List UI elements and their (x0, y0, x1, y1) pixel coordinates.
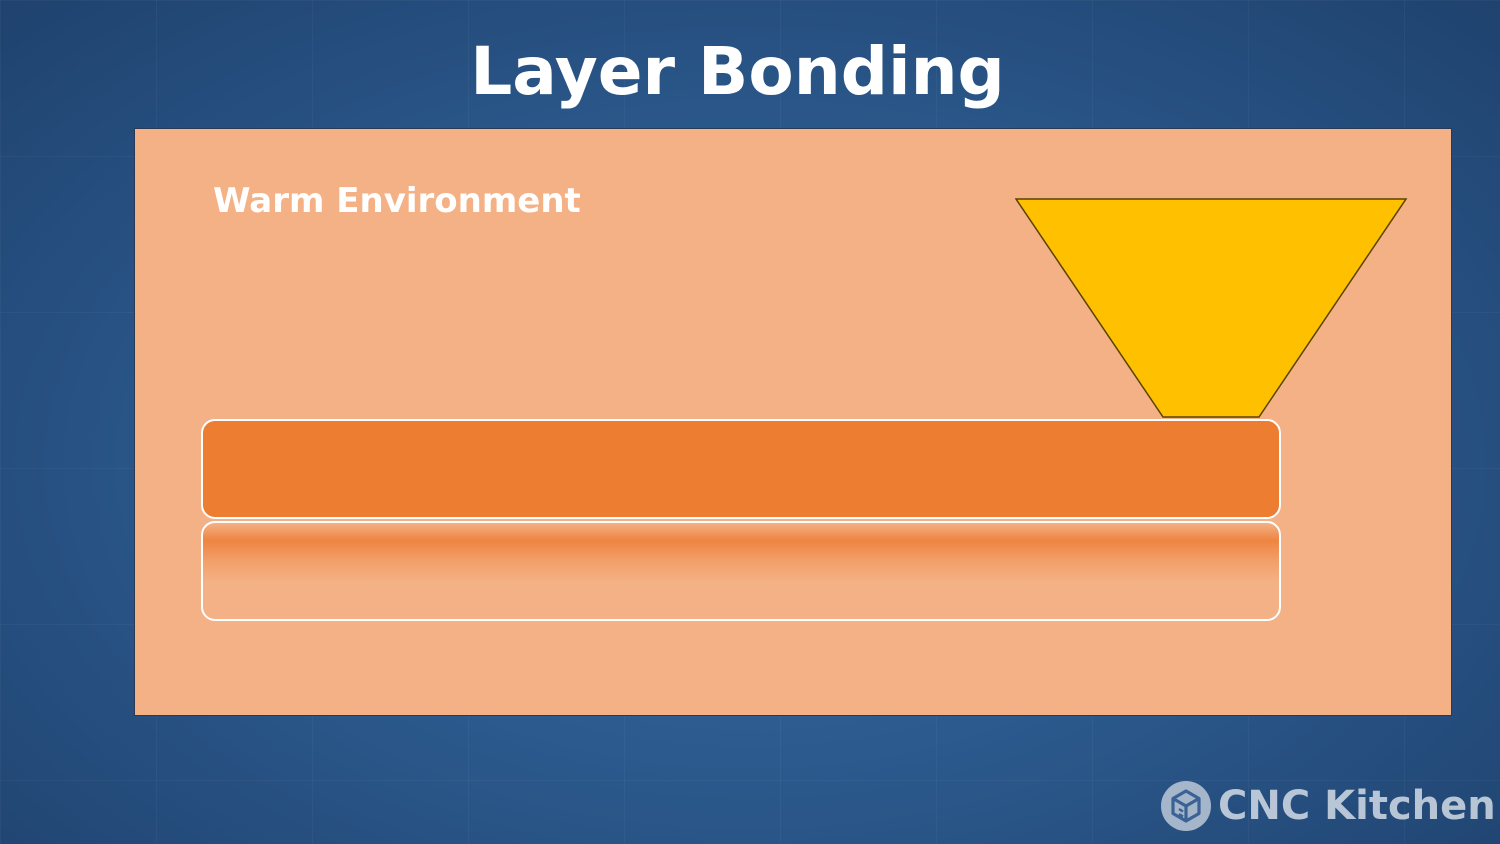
diagram-panel: Warm Environment (134, 128, 1452, 716)
brand-name: CNC Kitchen (1218, 783, 1496, 829)
panel-label: Warm Environment (213, 181, 581, 221)
top-layer (201, 419, 1281, 519)
nozzle-icon (1015, 198, 1408, 418)
cnc-kitchen-logo-icon (1161, 781, 1211, 831)
bottom-layer (201, 521, 1281, 621)
slide-title: Layer Bonding (470, 33, 1005, 110)
brand-watermark: CNC Kitchen (1160, 778, 1496, 834)
